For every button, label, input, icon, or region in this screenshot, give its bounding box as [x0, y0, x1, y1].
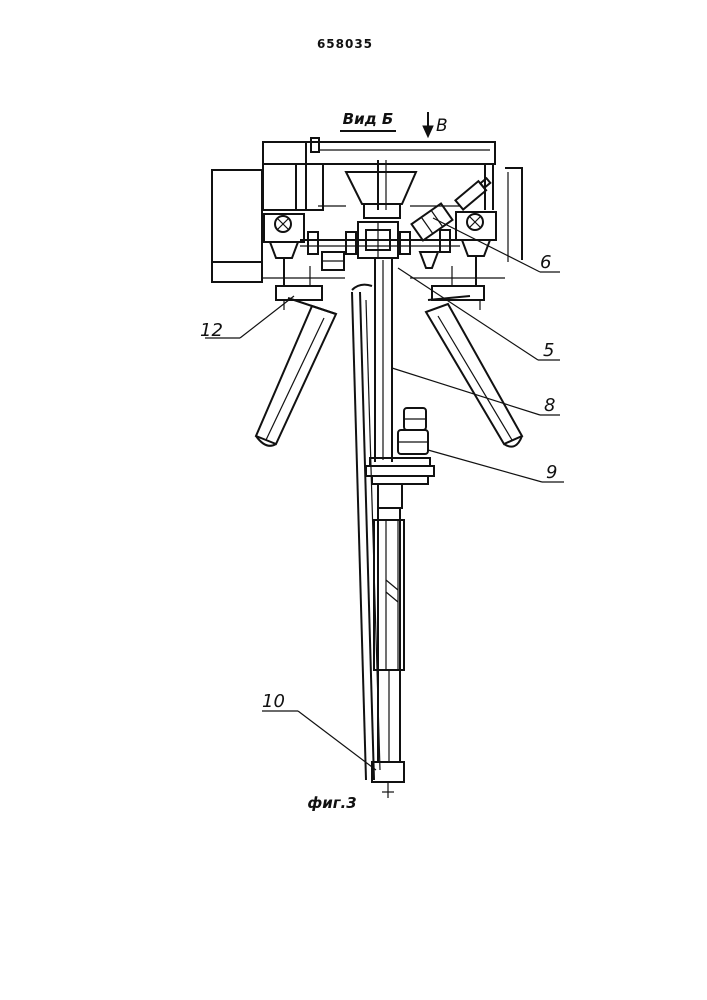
callout-8: 8 [544, 395, 555, 416]
callout-9: 9 [546, 462, 557, 483]
callout-5: 5 [543, 340, 554, 361]
view-label: Вид Б [343, 110, 394, 128]
figure-caption: фиг.3 [307, 794, 356, 812]
callout-6: 6 [540, 252, 551, 273]
central-mast [352, 258, 434, 798]
section-arrow [423, 112, 433, 137]
inclined-legs [256, 296, 522, 447]
callout-12: 12 [200, 320, 223, 341]
patent-number: 658035 [317, 37, 373, 51]
arrow-label: В [436, 116, 448, 136]
callout-10: 10 [262, 691, 285, 712]
leader-lines [205, 218, 564, 770]
